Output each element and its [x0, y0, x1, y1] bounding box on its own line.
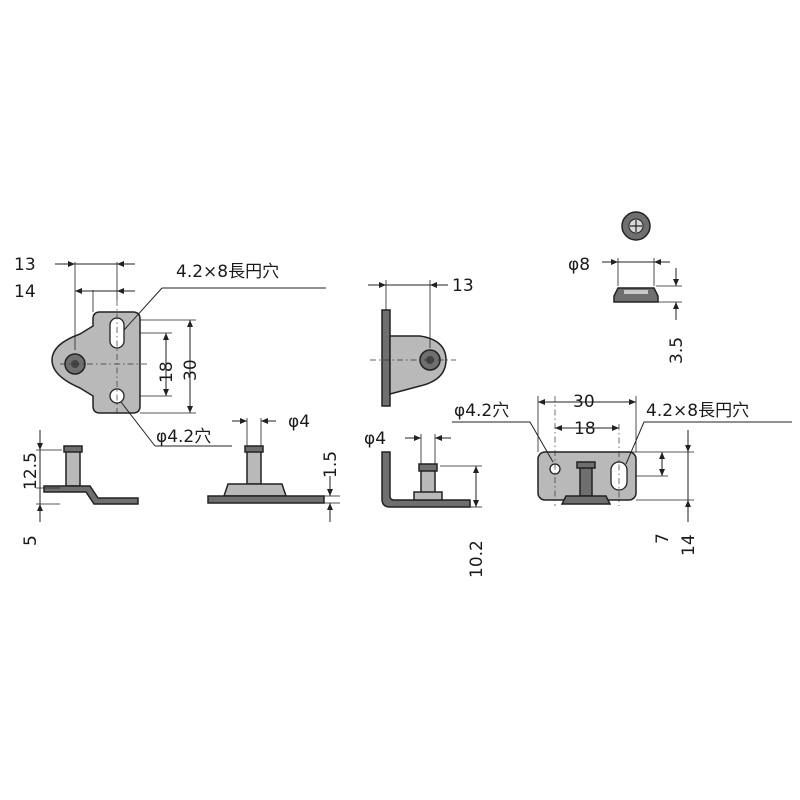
roller-height: 3.5 — [667, 337, 687, 364]
side-left-dim-12-5: 12.5 — [21, 452, 41, 490]
bottom-plate-slot-callout: 4.2×8長円穴 — [646, 401, 749, 421]
side-left-pin — [65, 449, 81, 487]
front-hole-callout: φ4.2穴 — [156, 427, 211, 447]
side-plate-edge — [381, 309, 391, 407]
bottom-plate-base — [560, 495, 612, 505]
bottom-plate-dim-7: 7 — [653, 533, 673, 544]
bottom-plate-dim-30: 30 — [573, 392, 595, 412]
side-plate-l-dim-10-2: 10.2 — [467, 540, 487, 578]
front-dim-18: 18 — [157, 361, 177, 383]
front-view: 13 14 4.2×8長円穴 18 30 φ4.2穴 — [14, 255, 326, 447]
bottom-plate-dim-18: 18 — [574, 419, 596, 439]
side-left-dim-5: 5 — [21, 535, 41, 546]
side-plate-l-profile — [381, 451, 471, 508]
bottom-plate-dim-14: 14 — [679, 534, 699, 556]
bottom-plate-hole-callout: φ4.2穴 — [454, 401, 509, 421]
side-mid-pin-cap — [244, 445, 264, 453]
front-dim-30: 30 — [181, 359, 201, 381]
front-slot-callout: 4.2×8長円穴 — [176, 262, 279, 282]
side-mid-dim-1-5: 1.5 — [321, 451, 341, 478]
front-dim-13: 13 — [14, 255, 36, 275]
side-mid-plate — [207, 495, 325, 504]
side-mid-pin — [246, 449, 262, 485]
side-left-pin-cap — [63, 445, 83, 453]
roller-view: φ8 3.5 — [568, 211, 687, 364]
roller-diameter: φ8 — [568, 255, 590, 275]
roller-side-highlight — [624, 290, 648, 294]
side-view-left: 12.5 5 — [21, 430, 139, 546]
side-mid-pin-diameter: φ4 — [288, 412, 310, 432]
side-plate-l-pin-diameter: φ4 — [364, 429, 386, 449]
bottom-plate-pin-cap — [576, 461, 596, 469]
front-dim-14: 14 — [14, 282, 36, 302]
bottom-plate-slot-hole — [610, 461, 628, 491]
side-plate-l-base — [413, 491, 443, 501]
side-plate-l-pin-cap — [418, 463, 438, 472]
side-plate-view: 13 — [368, 276, 474, 407]
side-view-middle: φ4 1.5 — [207, 412, 341, 522]
bottom-plate-pin — [579, 465, 593, 497]
side-plate-dim-13: 13 — [452, 276, 474, 296]
side-mid-base — [222, 483, 288, 497]
side-left-plate — [43, 485, 139, 505]
bottom-plate-view: 30 18 φ4.2穴 4.2×8長円穴 7 14 — [452, 392, 792, 556]
side-plate-l-view: φ4 10.2 — [364, 429, 487, 578]
